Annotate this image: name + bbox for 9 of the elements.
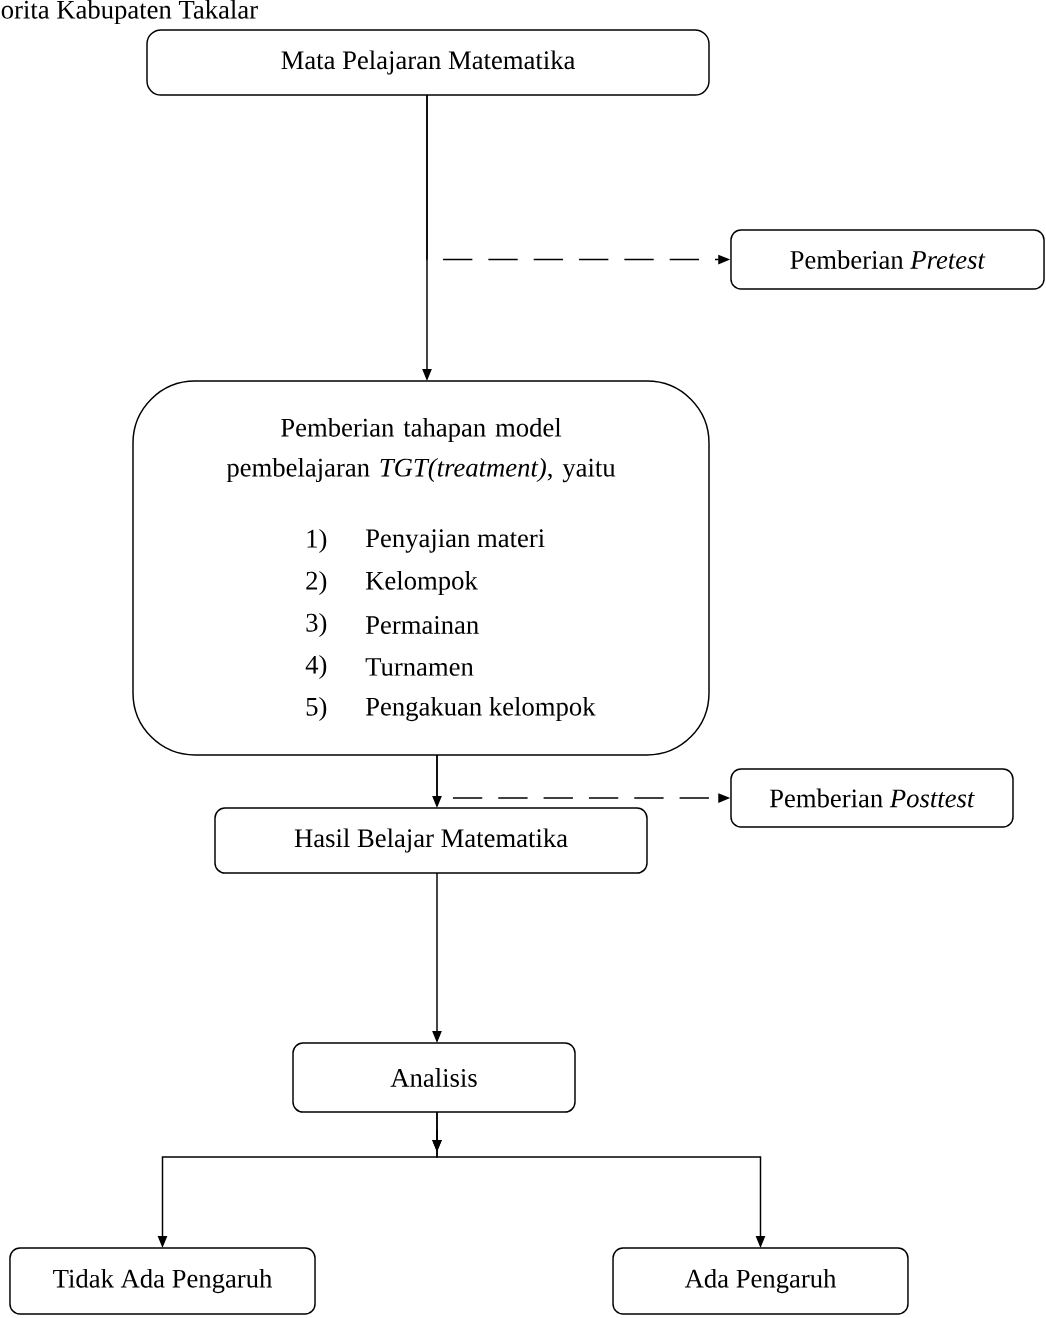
process-box: Pemberian Posttest [730, 768, 1014, 828]
process-box: Analisis [292, 1042, 576, 1113]
process-box: Pemberian Pretest [730, 229, 1045, 290]
step-box: Pemberian tahapan model pembelajaran TGT(treatment), yaitu 1) Penyajian materi 2) Kelompok 3) Permainan 4) Turnamen 5) Pengakuan kelompok [132, 380, 710, 756]
header-text: orita Kabupaten Takalar [1, 0, 258, 25]
process-box: Hasil Belajar Matematika [214, 807, 648, 874]
process-box: Tidak Ada Pengaruh [9, 1247, 316, 1315]
process-box: Ada Pengaruh [612, 1247, 909, 1315]
process-box: Mata Pelajaran Matematika [146, 29, 710, 96]
